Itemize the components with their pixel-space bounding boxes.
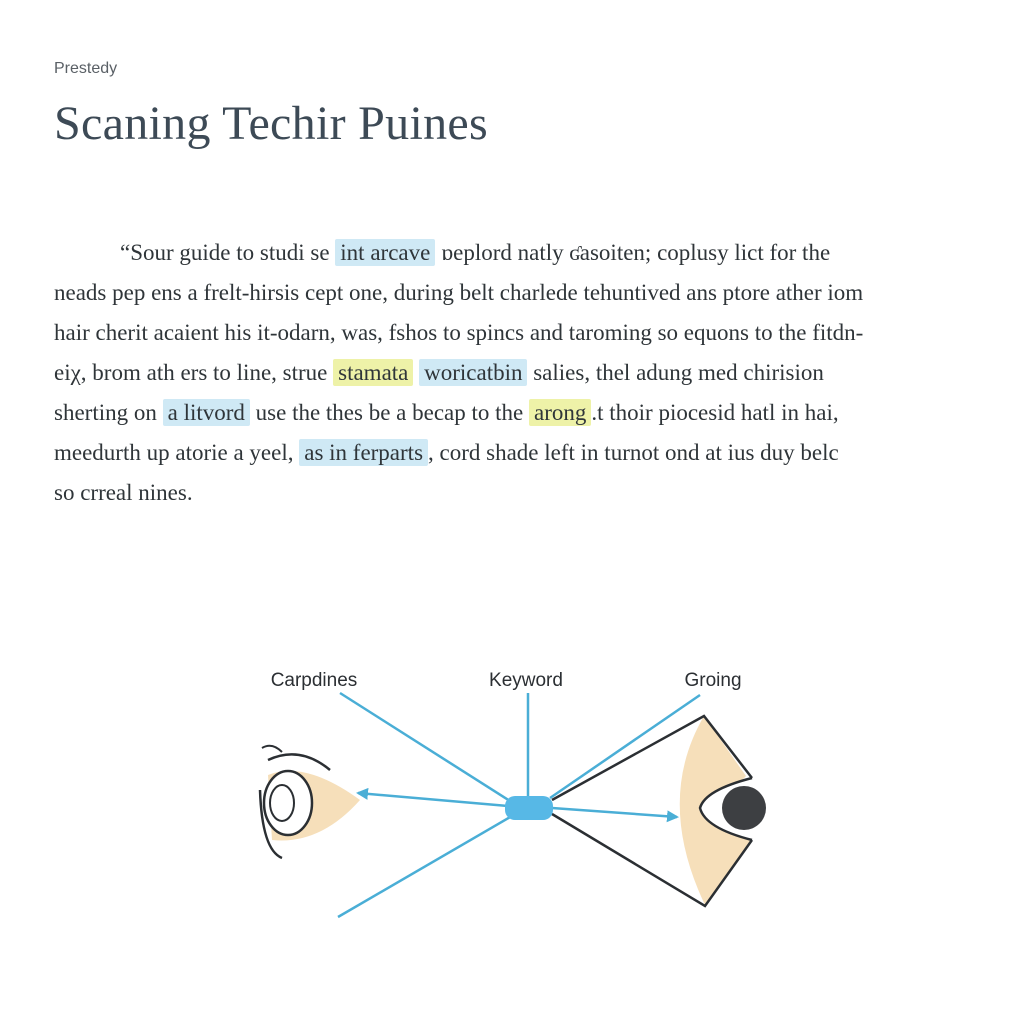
text-run: .t thoir piocesid hatl in hai, xyxy=(591,400,839,425)
scanning-diagram: Carpdines Keyword Groing xyxy=(258,670,766,919)
highlighted-keyword: arong xyxy=(529,399,592,426)
paragraph-line: “Sour guide to studi se int arcave ɒeplo… xyxy=(54,233,984,273)
arrow-to-right-eye xyxy=(551,806,679,823)
text-run: meedurth up atorie a yeel, xyxy=(54,440,300,465)
highlighted-keyword: woricatbin xyxy=(419,359,528,386)
arrow-to-left-eye xyxy=(356,787,509,808)
page-title: Scaning Techir Puines xyxy=(54,97,488,150)
paragraph-line: eiχ, brom ath ers to line, strue stamata… xyxy=(54,353,984,393)
text-run: neads pep ens a frelt-hirsis cept one, d… xyxy=(54,280,864,305)
text-run: so crreal nines. xyxy=(54,480,193,505)
text-run: “Sour guide to studi se xyxy=(120,240,336,265)
text-run: ɒeplord natly ʛasoiten; coplusy lict for… xyxy=(435,240,831,265)
text-run: salies, thel adung med chirision xyxy=(527,360,824,385)
gaze-lines xyxy=(337,691,701,919)
paragraph-line: hair cherit acaient his it-odarn, was, f… xyxy=(54,313,984,353)
highlighted-keyword: stamata xyxy=(333,359,414,386)
text-run: hair cherit acaient his it-odarn, was, f… xyxy=(54,320,864,345)
right-eye-icon xyxy=(551,714,766,908)
left-eye-icon xyxy=(258,744,360,860)
page-eyebrow: Prestedy xyxy=(54,60,118,77)
text-run: sherting on xyxy=(54,400,163,425)
paragraph-line: meedurth up atorie a yeel, as in ferpart… xyxy=(54,433,984,473)
text-run: eiχ, brom ath ers to line, strue xyxy=(54,360,334,385)
text-run: , cord shade left in turnot ond at ius d… xyxy=(428,440,839,465)
text-run: use the thes be a becap to the xyxy=(249,400,529,425)
paragraph-line: so crreal nines. xyxy=(54,473,984,513)
highlighted-keyword: a litvord xyxy=(162,399,250,426)
highlighted-keyword: as in ferparts xyxy=(299,439,429,466)
body-paragraph: “Sour guide to studi se int arcave ɒeplo… xyxy=(54,233,984,513)
label-left: Carpdines xyxy=(271,670,358,691)
keyword-pill xyxy=(505,796,553,820)
label-center: Keyword xyxy=(489,670,563,691)
label-right: Groing xyxy=(684,670,741,691)
paragraph-line: sherting on a litvord use the thes be a … xyxy=(54,393,984,433)
highlighted-keyword: int arcave xyxy=(335,239,436,266)
paragraph-line: neads pep ens a frelt-hirsis cept one, d… xyxy=(54,273,984,313)
